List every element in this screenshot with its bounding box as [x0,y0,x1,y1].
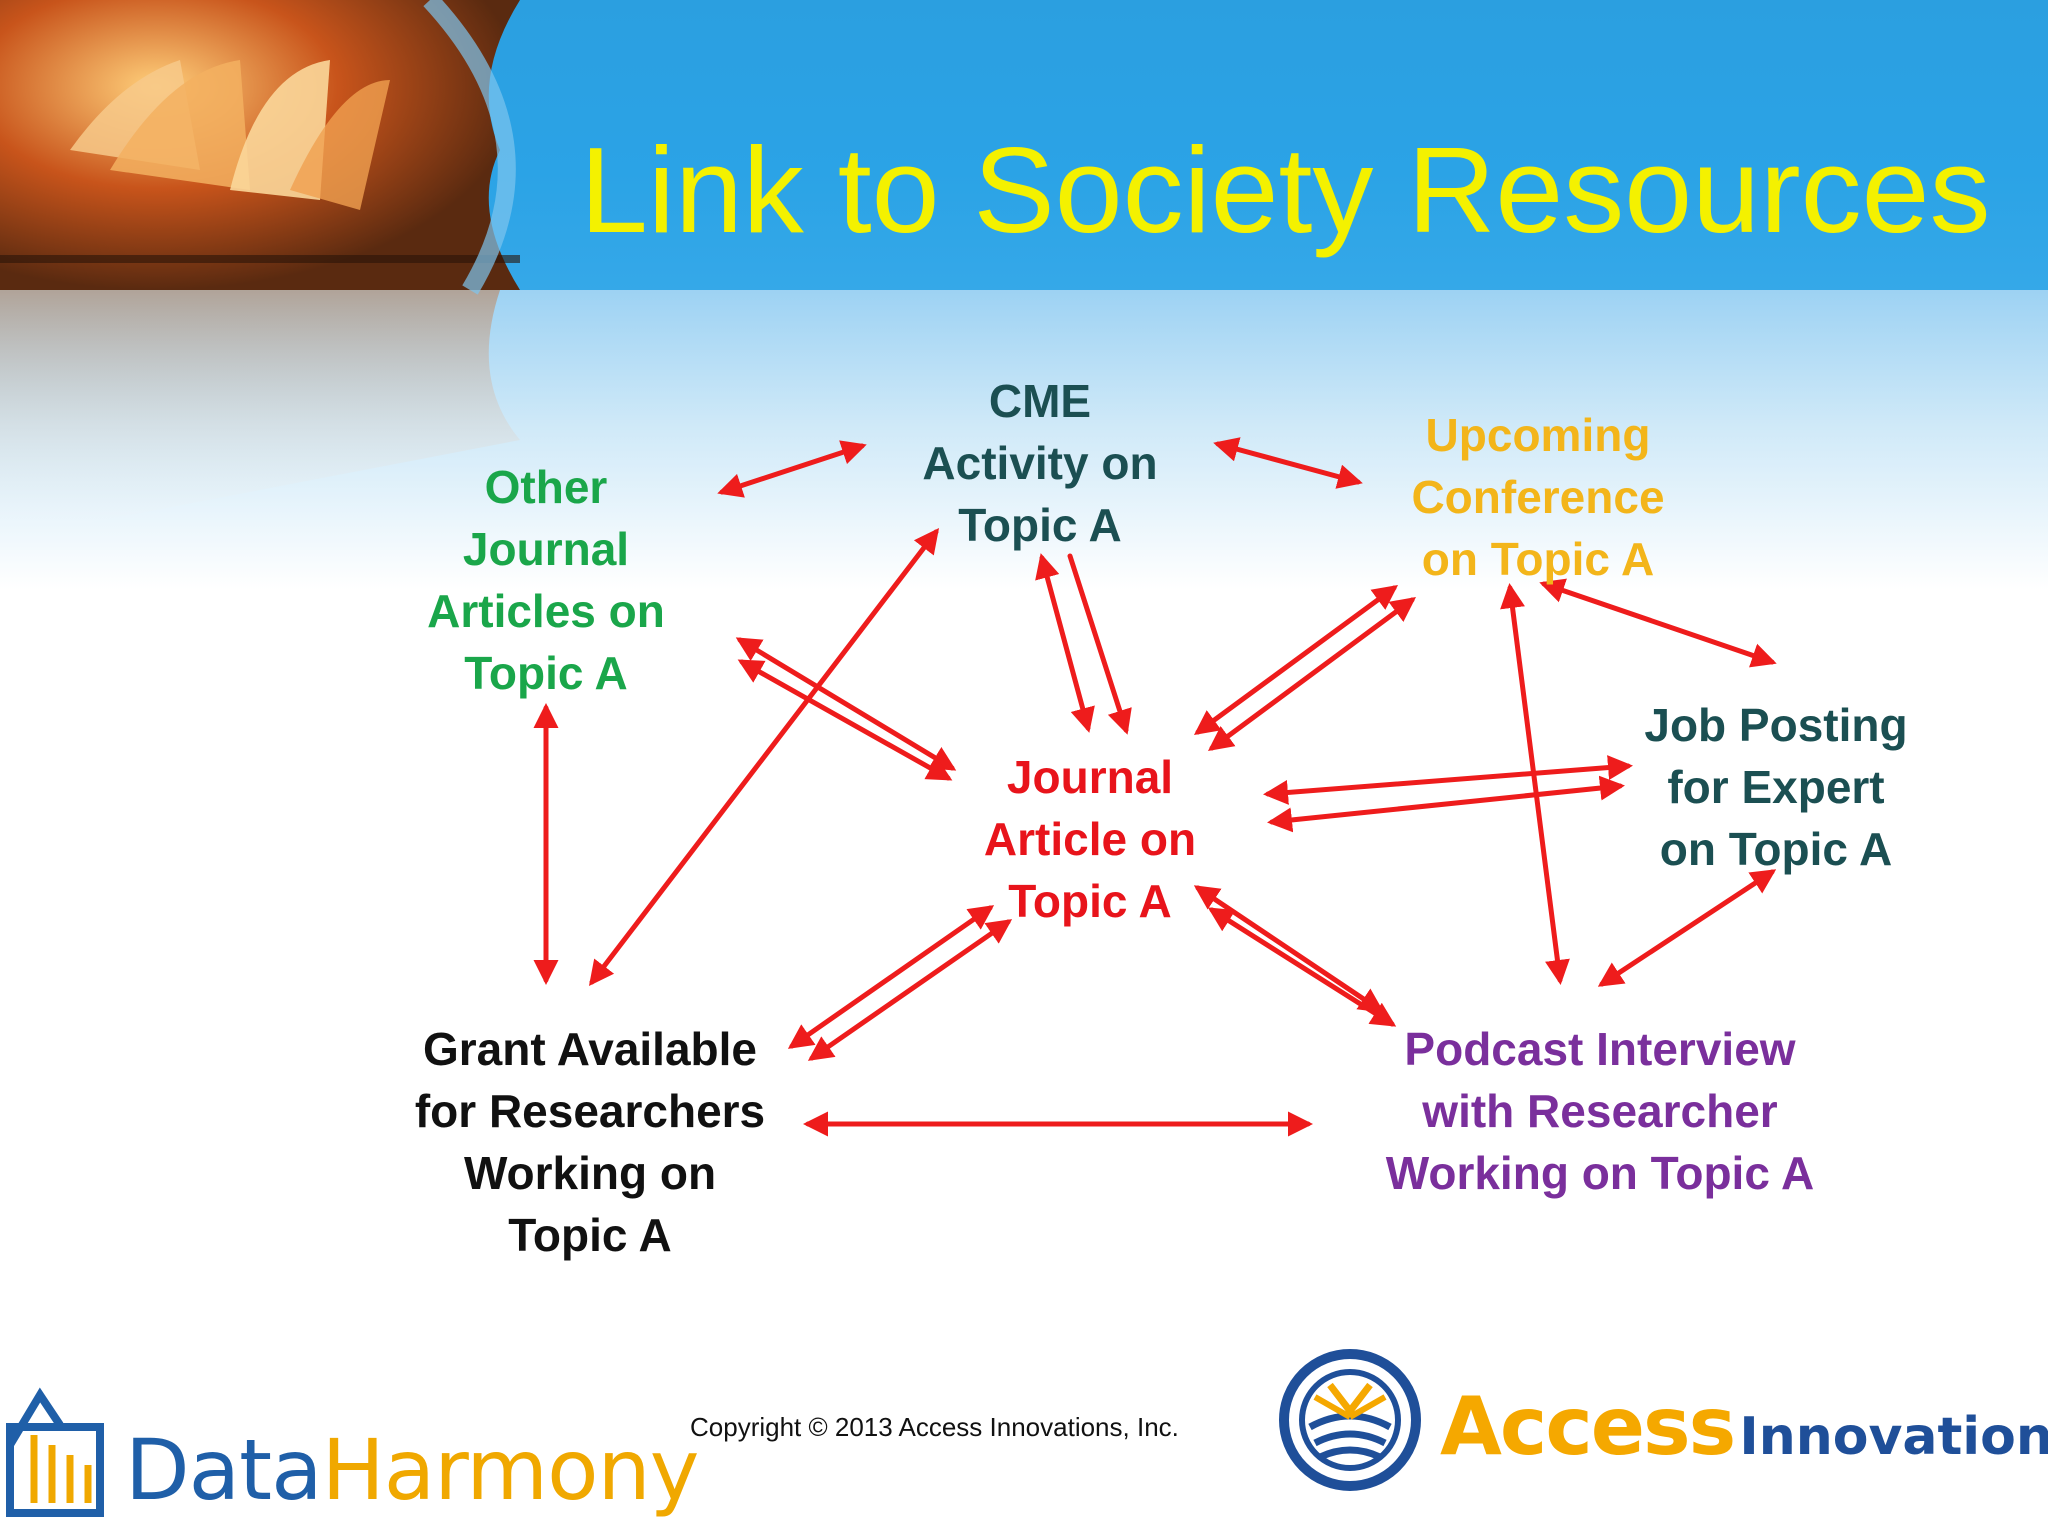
node-line: Topic A [464,647,628,699]
arrow-journal-podcast-2 [1207,907,1397,1027]
node-job-posting: Job Posting for Expert on Topic A [1596,694,1956,880]
arrow-conference-journal-1 [1193,585,1399,735]
arrow-conference-podcast [1500,583,1570,985]
logo-word: Access [1440,1380,1736,1473]
node-line: Topic A [508,1209,672,1261]
node-line: Job Posting [1644,699,1908,751]
node-line: with Researcher [1422,1085,1778,1137]
logo-word: Innovations [1739,1407,2048,1467]
access-innovations-logo-text: Access Innovations [1440,1380,2048,1473]
arrow-journal-grant-2 [807,919,1013,1061]
logo-word: Harmony [321,1421,700,1519]
node-line: Article on [983,813,1197,865]
arrow-cme-conference [1213,437,1363,489]
arrow-cme-journal-2 [1067,553,1132,735]
node-line: Journal [462,523,630,575]
arrow-cme-journal-1 [1035,553,1095,733]
access-innovations-logo-icon [1279,1349,1421,1491]
node-line: Topic A [1008,875,1172,927]
arrow-grant-cme [588,528,940,986]
node-line: Podcast Interview [1404,1023,1796,1075]
book-decoration-image [0,0,520,540]
node-upcoming-conference: Upcoming Conference on Topic A [1368,404,1708,590]
node-line: Working on [463,1147,717,1199]
node-line: for Researchers [414,1085,766,1137]
node-line: Activity on [922,437,1158,489]
node-line: CME [988,375,1092,427]
node-other-journal-articles: Other Journal Articles on Topic A [386,456,706,704]
arrow-other-cme [717,440,867,498]
copyright-text: Copyright © 2013 Access Innovations, Inc… [690,1412,1179,1442]
node-podcast-interview: Podcast Interview with Researcher Workin… [1330,1018,1870,1204]
node-line: Articles on [427,585,665,637]
node-line: on Topic A [1659,823,1893,875]
node-line: Working on Topic A [1385,1147,1815,1199]
node-line: on Topic A [1421,533,1655,585]
node-line: Journal [1006,751,1174,803]
node-line: Other [484,461,608,513]
node-grant-available: Grant Available for Researchers Working … [370,1018,810,1266]
node-line: Conference [1411,471,1665,523]
arrow-job-podcast [1597,869,1777,987]
arrow-conference-job [1539,578,1777,668]
node-line: Topic A [958,499,1122,551]
node-line: Upcoming [1425,409,1651,461]
node-line: Grant Available [422,1023,758,1075]
node-line: for Expert [1667,761,1885,813]
data-harmony-logo-icon [6,1387,104,1517]
data-harmony-logo-text: DataHarmony [125,1420,700,1520]
node-cme-activity: CME Activity on Topic A [870,370,1210,556]
arrow-conference-journal-2 [1207,597,1417,751]
logo-word: Data [125,1421,323,1519]
node-journal-article: Journal Article on Topic A [930,746,1250,932]
arrow-other-journal-2 [737,659,953,781]
slide-title: Link to Society Resources [580,122,1991,258]
